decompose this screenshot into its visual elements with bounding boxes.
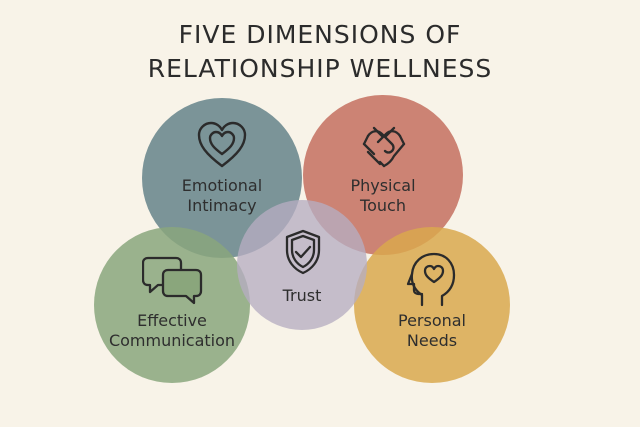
title-line-2: RELATIONSHIP WELLNESS xyxy=(147,54,493,83)
personal-needs-label: Personal Needs xyxy=(397,311,466,350)
head-heart-icon xyxy=(406,250,458,308)
trust-circle xyxy=(237,200,367,330)
emotional-intimacy-label: Emotional Intimacy xyxy=(181,176,263,215)
title-line-1: FIVE DIMENSIONS OF xyxy=(178,20,462,49)
heart-icon xyxy=(196,120,248,170)
effective-communication-label: Effective Communication xyxy=(108,311,236,350)
effective-communication-circle xyxy=(94,227,250,383)
shield-check-icon xyxy=(283,228,323,276)
handshake-icon xyxy=(358,122,410,170)
speech-bubbles-icon xyxy=(142,254,204,306)
physical-touch-label: Physical Touch xyxy=(350,176,416,215)
diagram-title: FIVE DIMENSIONS OF RELATIONSHIP WELLNESS xyxy=(0,18,640,86)
personal-needs-circle xyxy=(354,227,510,383)
trust-label: Trust xyxy=(282,286,322,305)
